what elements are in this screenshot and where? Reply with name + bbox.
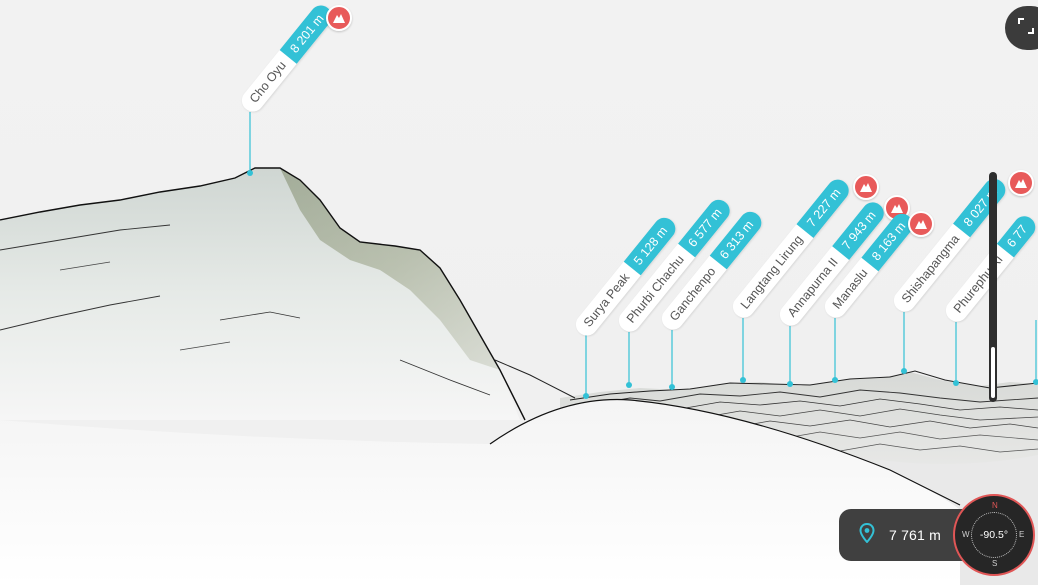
foreground-ridgeline [489, 398, 961, 506]
fullscreen-button[interactable] [1005, 6, 1038, 50]
compass-west: W [962, 530, 970, 539]
fullscreen-icon [1017, 17, 1035, 40]
compass[interactable]: N S E W -90.5° [953, 494, 1035, 576]
compass-north: N [992, 501, 998, 510]
elevation-slider[interactable] [989, 172, 997, 402]
mountain-flag-icon[interactable] [908, 211, 934, 237]
location-pin-icon [859, 522, 875, 548]
mountain-flag-icon[interactable] [326, 5, 352, 31]
summit-markers [247, 170, 1038, 399]
compass-south: S [992, 559, 998, 568]
leader-lines [249, 112, 1037, 396]
foreground-slope [0, 399, 960, 585]
compass-ring [971, 512, 1017, 558]
viewer-elevation: 7 761 m [889, 527, 941, 543]
compass-east: E [1019, 530, 1025, 539]
compass-heading: -90.5° [979, 529, 1009, 541]
mountain-flag-icon[interactable] [1008, 170, 1034, 196]
cho-oyu-massif [0, 167, 576, 421]
mountain-flag-icon[interactable] [853, 174, 879, 200]
elevation-slider-fill [991, 347, 995, 398]
